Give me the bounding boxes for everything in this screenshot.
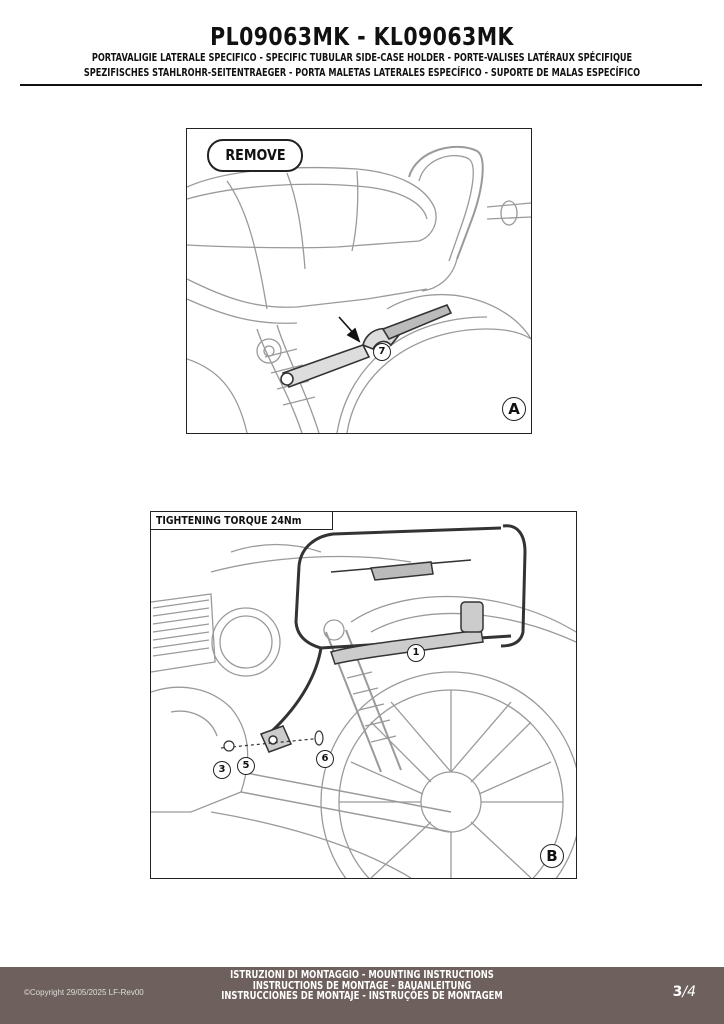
product-description-line-1: PORTAVALIGIE LATERALE SPECIFICO - SPECIF… — [91, 52, 633, 64]
copyright-notice: ©Copyright 29/05/2025 LF-Rev00 — [24, 988, 144, 997]
figure-b-illustration — [151, 524, 576, 878]
figure-letter-a: A — [502, 397, 526, 421]
footer-line-2: INSTRUCTIONS DE MONTAGE - BAUANLEITUNG — [252, 979, 472, 992]
page-number: 3/4 — [673, 984, 696, 1000]
part-number-5: 5 — [237, 757, 255, 775]
part-number-7: 7 — [373, 343, 391, 361]
part-number-6: 6 — [316, 750, 334, 768]
footer-line-3: INSTRUCCIONES DE MONTAJE - INSTRUÇÕES DE… — [221, 990, 503, 1002]
part-number-3: 3 — [213, 761, 231, 779]
product-description-line-2: SPEZIFISCHES STAHLROHR-SEITENTRAEGER - P… — [83, 67, 641, 79]
figure-a-remove-step: REMOVE 7 A — [186, 128, 532, 434]
footer-line-1: ISTRUZIONI DI MONTAGGIO - MOUNTING INSTR… — [230, 969, 494, 981]
product-code-title: PL09063MK - KL09063MK — [210, 22, 514, 51]
remove-badge: REMOVE — [207, 139, 303, 172]
part-number-1: 1 — [407, 644, 425, 662]
page-total: /4 — [682, 984, 696, 1000]
footer-band: ISTRUZIONI DI MONTAGGIO - MOUNTING INSTR… — [0, 967, 724, 1024]
figure-letter-b: B — [540, 844, 564, 868]
page-current: 3 — [672, 984, 683, 1000]
figure-b-mounting-step: TIGHTENING TORQUE 24Nm 1 3 5 6 B — [150, 511, 577, 879]
footer-titles: ISTRUZIONI DI MONTAGGIO - MOUNTING INSTR… — [0, 967, 724, 1002]
tightening-torque-label: TIGHTENING TORQUE 24Nm — [151, 512, 334, 530]
figure-a-illustration — [187, 145, 531, 433]
header-divider — [20, 84, 702, 86]
